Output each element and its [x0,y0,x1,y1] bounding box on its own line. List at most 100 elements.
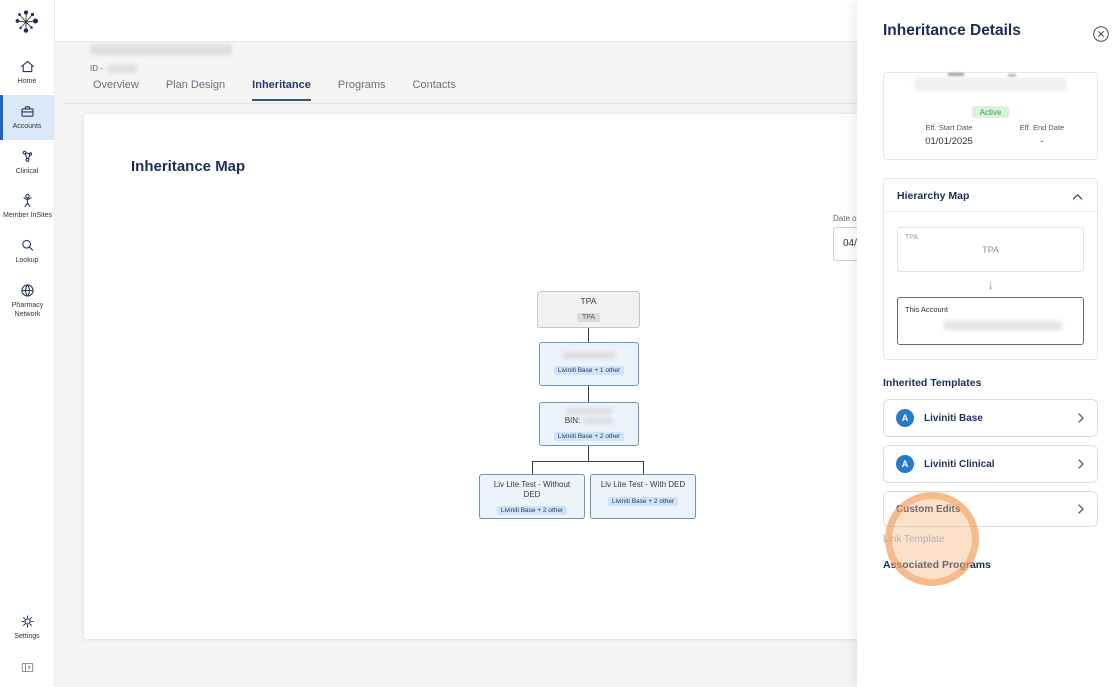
tpa-value: TPA [982,245,999,255]
template-avatar-icon: A [896,455,914,473]
sidebar-item-member-insites[interactable]: Member InSites [0,184,55,229]
hierarchy-this-account-card: This Account [897,297,1084,345]
tree-node-leaf-without-ded[interactable]: Liv Lite Test - Without DED Liviniti Bas… [479,474,585,519]
sidebar-item-label: Clinical [15,167,39,175]
custom-edits-item[interactable]: Custom Edits [883,491,1098,527]
inheritance-details-panel: Inheritance Details Active Eff. Start Da… [857,0,1120,687]
tree-connector [588,386,589,402]
tree-node-bin[interactable]: BIN: Liviniti Base + 2 other [539,402,639,446]
leaf-node-badge: Liviniti Base + 2 other [496,506,568,516]
tree-node-leaf-with-ded[interactable]: Liv Lite Test - With DED Liviniti Base +… [590,474,696,519]
template-item-liviniti-clinical[interactable]: A Liviniti Clinical [883,445,1098,483]
inherited-templates-heading: Inherited Templates [883,377,982,389]
arrow-down-icon: ↓ [987,277,994,292]
sidebar-item-label: Member InSites [2,212,53,220]
hierarchy-tpa-card: TPA TPA [897,227,1084,272]
template-avatar-icon: A [896,409,914,427]
redacted-node-name [566,408,612,414]
tab-contacts[interactable]: Contacts [412,79,456,91]
hierarchy-map-title: Hierarchy Map [897,190,970,202]
associated-programs-heading: Associated Programs [883,559,991,571]
date-value: 04/3 [843,238,863,249]
redacted-template-title [948,73,964,76]
hierarchy-map-card: Hierarchy Map TPA TPA ↓ This Account [883,178,1098,360]
sidebar-item-home[interactable]: Home [0,50,54,95]
panel-title: Inheritance Details [883,22,1021,39]
sidebar-item-label: Lookup [15,257,39,264]
template-label: Liviniti Base [924,412,983,424]
home-icon [20,60,34,73]
tree-connector [643,461,644,474]
tree-node-tpa[interactable]: TPA TPA [537,291,640,328]
sidebar-item-label: Pharmacy Network [11,301,44,318]
this-account-label: This Account [905,305,948,314]
date-field-label: Date o [833,214,857,223]
sidebar-item-pharmacy-network[interactable]: Pharmacy Network [0,274,55,328]
redacted-node-name [563,352,615,359]
redacted-account-name [944,321,1062,330]
tab-plan-design[interactable]: Plan Design [165,79,226,91]
tab-bar: Overview Plan Design Inheritance Program… [93,79,456,101]
globe-icon [21,284,34,297]
chevron-right-icon [1078,459,1084,469]
account-id-row: ID - [90,64,137,73]
search-icon [21,239,33,251]
tpa-node-title: TPA [580,296,597,306]
chevron-up-icon [1072,193,1083,200]
redacted-account-id [106,64,137,73]
gear-icon [20,615,34,628]
bin-row: BIN: [540,416,638,425]
bin-prefix: BIN: [564,416,581,425]
sidebar-item-accounts[interactable]: Accounts [0,94,54,140]
chevron-right-icon [1078,504,1084,514]
custom-edits-label: Custom Edits [896,503,961,515]
sidebar-item-clinical[interactable]: Clinical [0,140,54,185]
main-area: ID - Overview Plan Design Inheritance Pr… [55,42,905,687]
redacted-bin-value [583,417,614,424]
tpa-node-badge: TPA [576,313,601,322]
leaf-node-badge: Liviniti Base + 2 other [607,496,679,506]
template-item-liviniti-base[interactable]: A Liviniti Base [883,399,1098,437]
tabs-divider [63,103,857,104]
chevron-right-icon [1078,413,1084,423]
account-node-badge: Liviniti Base + 1 other [553,366,625,375]
redacted-account-name [90,44,232,55]
redacted-template-title [1008,74,1016,77]
tpa-tag: TPA [905,234,919,241]
sidebar-item-lookup[interactable]: Lookup [0,229,54,274]
template-label: Liviniti Clinical [924,458,995,470]
page-title: Inheritance Map [131,158,246,175]
leaf-node-title: Liv Lite Test - With DED [600,480,686,489]
tab-overview[interactable]: Overview [93,79,139,91]
sidebar: Home Accounts Clinical Member InSites Lo… [0,0,55,687]
tab-inheritance[interactable]: Inheritance [252,79,311,101]
briefcase-icon [20,106,34,117]
leaf-node-title: Liv Lite Test - Without DED [493,480,571,499]
tree-connector [532,461,533,474]
bin-node-badge: Liviniti Base + 2 other [553,432,625,441]
app-logo-icon[interactable] [14,8,40,34]
tree-connector [532,461,644,462]
hierarchy-map-header[interactable]: Hierarchy Map [884,179,1097,212]
eff-start-date-label: Eff. Start Date [925,123,973,132]
account-id-label: ID - [90,64,103,73]
tab-programs[interactable]: Programs [337,79,386,91]
inheritance-map-card: Inheritance Map Date o 04/3 TPA TPA Livi… [83,113,905,640]
collapse-panel-icon [21,662,33,673]
link-template-link[interactable]: Link Template [883,534,945,545]
eff-start-date-value: 01/01/2025 [925,136,973,147]
member-icon [23,194,32,208]
sidebar-item-settings[interactable]: Settings [0,605,54,650]
tree-node-account[interactable]: Liviniti Base + 1 other [539,342,639,386]
sidebar-collapse-button[interactable] [0,650,54,681]
redacted-template-name [914,78,1066,91]
sidebar-bottom: Settings [0,605,54,681]
sidebar-item-label: Home [17,78,37,85]
sidebar-item-label: Accounts [12,122,42,130]
sidebar-item-label: Settings [14,633,40,641]
status-badge: Active [971,106,1010,118]
tree-connector [588,328,589,342]
eff-end-date-value: - [1040,136,1044,147]
close-icon[interactable] [1092,25,1110,43]
